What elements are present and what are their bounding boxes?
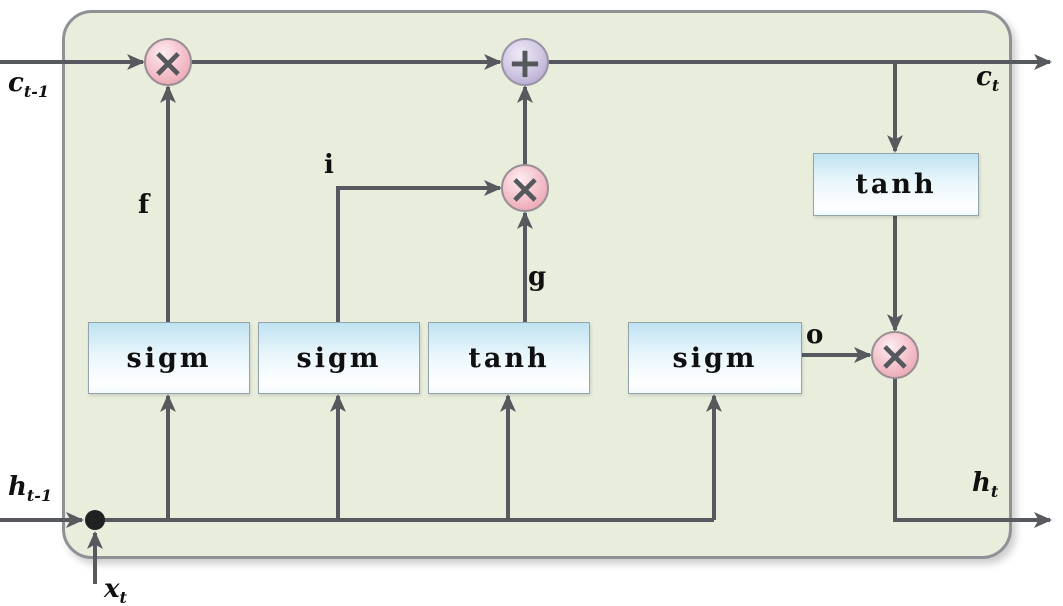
c-prev-label: ct-1 — [8, 68, 49, 101]
gate-label: sigm — [126, 342, 212, 374]
h-next-base: h — [972, 468, 991, 498]
gate-label: tanh — [855, 169, 937, 200]
c-prev-sub: t-1 — [23, 82, 50, 101]
add-symbol: + — [507, 38, 542, 87]
input-label: i — [324, 150, 334, 180]
h-next-sub: t — [990, 482, 999, 501]
gate-tanh-candidate: tanh — [428, 322, 590, 394]
forget-label: f — [138, 190, 150, 220]
c-next-sub: t — [991, 76, 1000, 95]
gate-label: sigm — [672, 342, 758, 374]
multiply-node-forget: × — [144, 38, 192, 86]
output-tanh-box: tanh — [813, 153, 979, 216]
gate-label: tanh — [468, 342, 550, 374]
x-input-label: xt — [104, 574, 127, 606]
output-label: o — [806, 320, 824, 350]
junction-dot — [85, 510, 105, 530]
gate-sigm-forget: sigm — [88, 322, 250, 394]
multiply-node-input: × — [501, 164, 549, 212]
candidate-label: g — [528, 262, 547, 292]
gate-sigm-output: sigm — [628, 322, 802, 394]
c-next-base: c — [976, 62, 992, 92]
x-input-base: x — [104, 574, 120, 604]
gate-label: sigm — [296, 342, 382, 374]
multiply-node-output: × — [871, 331, 919, 379]
cell-body — [62, 10, 1012, 559]
c-next-label: ct — [976, 62, 999, 95]
h-prev-base: h — [8, 472, 27, 502]
multiply-symbol: × — [878, 333, 912, 379]
gate-sigm-input: sigm — [258, 322, 420, 394]
h-line-out — [893, 378, 1052, 528]
add-node: + — [501, 38, 549, 87]
h-prev-sub: t-1 — [26, 486, 53, 505]
c-prev-base: c — [8, 68, 24, 98]
h-prev-label: ht-1 — [8, 472, 52, 505]
multiply-symbol: × — [151, 40, 185, 86]
h-next-label: ht — [972, 468, 998, 501]
input-wire — [336, 180, 502, 322]
x-input-sub: t — [119, 588, 127, 606]
multiply-symbol: × — [508, 166, 542, 212]
